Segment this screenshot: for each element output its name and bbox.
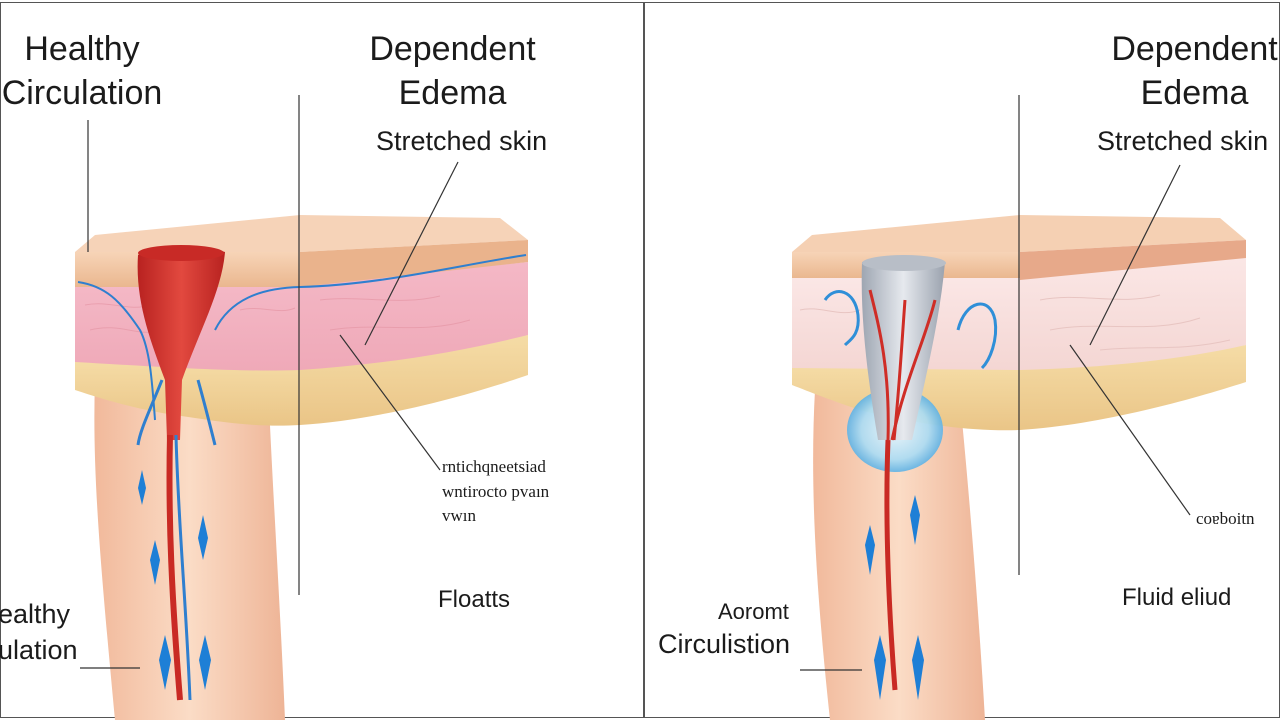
right-bottom-label-line1: Aoromt: [718, 599, 789, 624]
left-bottom-label: ealthy ulation: [0, 596, 78, 669]
right-title-edema: Dependent Edema: [1092, 32, 1280, 110]
right-leg-illustration: [792, 215, 1246, 720]
right-bottom-label-line2: Circulistion: [658, 628, 791, 659]
left-bottom-label-line2: ulation: [0, 635, 78, 666]
left-title-edema: Dependent Edema: [350, 32, 555, 110]
right-fluid-label: Fluid eliud: [1122, 584, 1232, 611]
left-title-edema-line1: Dependent: [369, 30, 536, 68]
right-callout-lines: [800, 95, 1191, 671]
left-panel-border: [0, 2, 644, 718]
right-bottom-label: Aoromt Circulistion: [658, 598, 790, 662]
left-garbled-line1: rntichqneetsiad: [442, 457, 546, 476]
right-title-edema-line2: Edema: [1140, 74, 1249, 112]
right-stretched-skin-label: Stretched skin: [1097, 126, 1269, 156]
right-title-edema-line1: Dependent: [1111, 30, 1278, 68]
left-fluid-label: Floatts: [438, 586, 511, 613]
left-stretched-skin-label: Stretched skin: [376, 126, 548, 156]
left-garbled-line2: wntirocto pvaın: [442, 481, 550, 501]
left-flow-arrows: [138, 470, 211, 690]
left-leg-illustration: [75, 215, 528, 720]
left-title-healthy-line1: Healthy: [24, 30, 140, 68]
left-garbled-line3: vwın: [442, 506, 476, 526]
left-callout-lines: [80, 95, 459, 669]
left-title-edema-line2: Edema: [398, 74, 507, 112]
left-title-healthy-line2: Circulation: [1, 74, 163, 112]
right-side-label: coɐboitn: [1196, 509, 1255, 528]
left-bottom-label-line1: ealthy: [0, 599, 71, 629]
left-garbled-annotation: rntichqneetsiad wntirocto pvaın vwın: [442, 455, 549, 529]
right-flow-arrows: [865, 495, 924, 700]
left-title-healthy: Healthy Circulation: [0, 32, 172, 110]
